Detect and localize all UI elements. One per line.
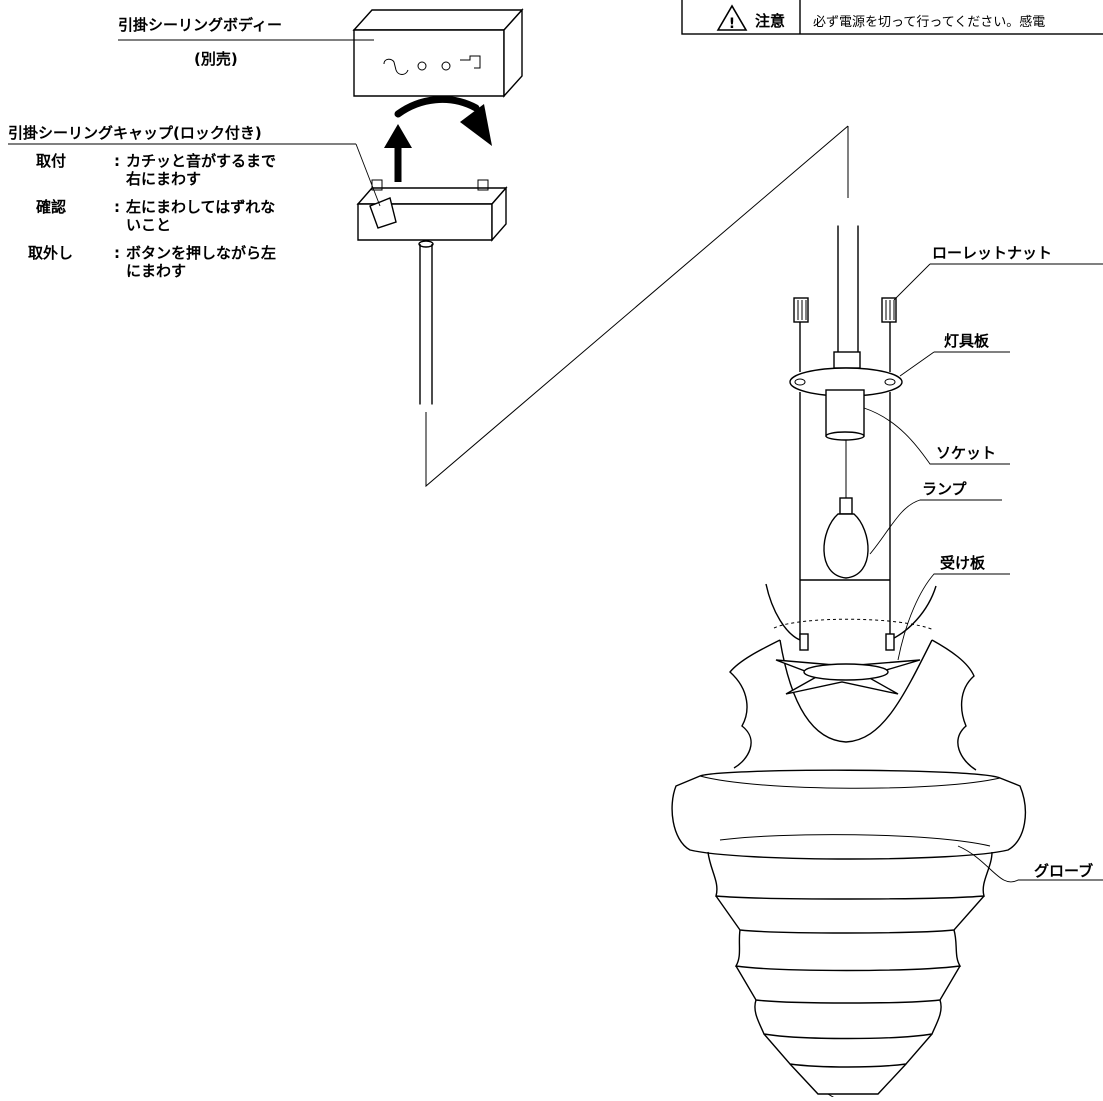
step-line: ボタンを押しながら左	[126, 244, 276, 262]
globe	[671, 583, 1027, 1101]
warning-text: 必ず電源を切って行ってください。感電	[813, 14, 1045, 30]
step-line: 右にまわす	[126, 170, 201, 188]
fixture-plate-label: 灯具板	[944, 332, 990, 350]
socket	[825, 389, 865, 441]
lamp	[823, 497, 869, 579]
step-term: 確認	[35, 198, 66, 216]
step-line: カチッと音がするまで	[126, 152, 276, 170]
warning-box: ! 注意 必ず電源を切って行ってください。感電	[681, 0, 1103, 35]
warning-triangle-icon: !	[716, 4, 748, 32]
step-sep: :	[114, 152, 120, 170]
step-term: 取外し	[28, 244, 73, 262]
ceiling-body-note: (別売)	[194, 50, 238, 68]
step-sep: :	[114, 198, 120, 216]
knurled-nut-label: ローレットナット	[932, 244, 1052, 262]
lamp-label: ランプ	[922, 480, 968, 498]
pendant-pipe	[830, 222, 866, 352]
svg-text:!: !	[729, 16, 735, 32]
cap-instructions: 取付 : カチッと音がするまで 右にまわす 確認 : 左にまわしてはずれな いこ…	[28, 152, 276, 280]
knurled-nut	[881, 297, 897, 323]
ceiling-body	[352, 8, 524, 98]
receiver-plate	[775, 633, 921, 695]
rotate-arrow-icon	[394, 95, 492, 146]
socket-label: ソケット	[936, 444, 996, 462]
receiver-plate-label: 受け板	[940, 554, 986, 572]
step-line: 左にまわしてはずれな	[125, 198, 275, 216]
step-line: いこと	[126, 216, 171, 234]
step-line: にまわす	[126, 262, 186, 280]
step-term: 取付	[36, 152, 66, 170]
globe-label: グローブ	[1034, 862, 1093, 880]
ceiling-cap	[356, 179, 508, 248]
step-sep: :	[114, 244, 120, 262]
ceiling-body-label: 引掛シーリングボディー	[118, 16, 282, 34]
warning-title: 注意	[755, 12, 785, 30]
knurled-nut	[793, 297, 809, 323]
up-arrow-icon	[384, 124, 412, 182]
ceiling-cap-label: 引掛シーリングキャップ(ロック付き)	[8, 124, 262, 142]
